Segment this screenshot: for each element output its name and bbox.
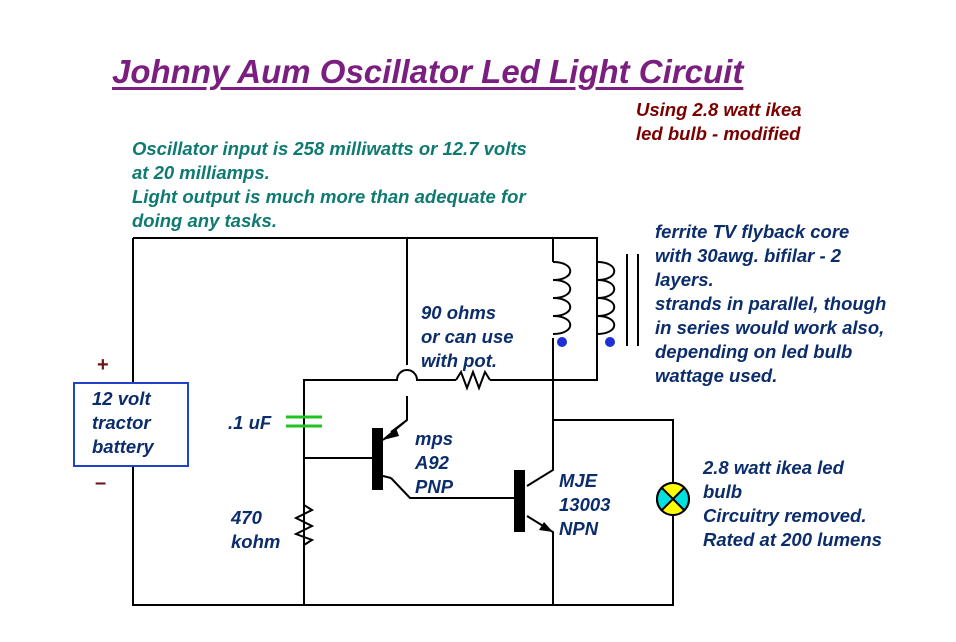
capacitor-symbol (286, 415, 322, 428)
oscillator-note-line: doing any tasks. (132, 210, 277, 231)
capacitor-label: .1 uF (228, 412, 272, 433)
ferrite-core (626, 254, 639, 346)
resistor-470-label-line: kohm (231, 531, 281, 552)
transformer-note-line: layers. (655, 269, 714, 290)
resistor-90-label-line: 90 ohms (421, 302, 497, 323)
bulb-label-line: bulb (703, 481, 743, 502)
battery-box (73, 382, 189, 467)
pnp-transistor-symbol (372, 419, 408, 490)
polarity-dot-right (605, 337, 615, 347)
battery-minus-sign: – (95, 472, 107, 494)
ikea-note-line: led bulb - modified (636, 123, 801, 144)
oscillator-note-line: Light output is much more than adequate … (132, 186, 526, 207)
npn-label-line: 13003 (559, 494, 611, 515)
transformer-note-line: depending on led bulb (655, 341, 853, 362)
oscillator-note-line: at 20 milliamps. (132, 162, 270, 183)
transformer-note: ferrite TV flyback core with 30awg. bifi… (655, 220, 886, 388)
bulb-label-line: 2.8 watt ikea led (703, 457, 844, 478)
battery-plus-sign: + (97, 354, 109, 376)
transformer-coil-right (596, 261, 616, 380)
ikea-bulb-note: Using 2.8 watt ikea led bulb - modified (636, 98, 802, 146)
transformer-note-line: ferrite TV flyback core (655, 221, 850, 242)
pnp-label-line: mps (415, 428, 454, 449)
oscillator-note-line: Oscillator input is 258 milliwatts or 12… (132, 138, 527, 159)
npn-transistor-label: MJE 13003 NPN (559, 469, 610, 541)
battery-label: 12 volt tractor battery (92, 387, 154, 459)
battery-label-line: 12 volt (92, 388, 151, 409)
resistor-90-label-line: with pot. (421, 350, 498, 371)
npn-transistor-symbol (514, 470, 553, 532)
led-bulb-label: 2.8 watt ikea led bulb Circuitry removed… (703, 456, 882, 552)
resistor-90-ohm (455, 369, 491, 391)
transformer-note-line: with 30awg. bifilar - 2 (655, 245, 842, 266)
transformer-note-line: strands in parallel, though (655, 293, 887, 314)
bulb-label-line: Circuitry removed. (703, 505, 867, 526)
led-bulb-symbol (656, 482, 690, 516)
battery-label-line: battery (92, 436, 154, 457)
resistor-90-label: 90 ohms or can use with pot. (421, 301, 514, 373)
pnp-label-line: PNP (415, 476, 454, 497)
pnp-label-line: A92 (415, 452, 449, 473)
resistor-470-kohm (293, 504, 315, 546)
resistor-90-label-line: or can use (421, 326, 514, 347)
ikea-note-line: Using 2.8 watt ikea (636, 99, 802, 120)
npn-label-line: NPN (559, 518, 599, 539)
bulb-label-line: Rated at 200 lumens (703, 529, 882, 550)
polarity-dot-left (557, 337, 567, 347)
oscillator-note: Oscillator input is 258 milliwatts or 12… (132, 137, 527, 233)
battery-label-line: tractor (92, 412, 151, 433)
transformer-note-line: wattage used. (655, 365, 778, 386)
transformer-note-line: in series would work also, (655, 317, 885, 338)
resistor-470-label-line: 470 (231, 507, 262, 528)
wires (132, 237, 674, 606)
transformer-coil-left (552, 261, 572, 335)
resistor-470-label: 470 kohm (231, 506, 280, 554)
page-title: Johnny Aum Oscillator Led Light Circuit (112, 53, 744, 90)
npn-label-line: MJE (559, 470, 598, 491)
pnp-transistor-label: mps A92 PNP (415, 427, 453, 499)
